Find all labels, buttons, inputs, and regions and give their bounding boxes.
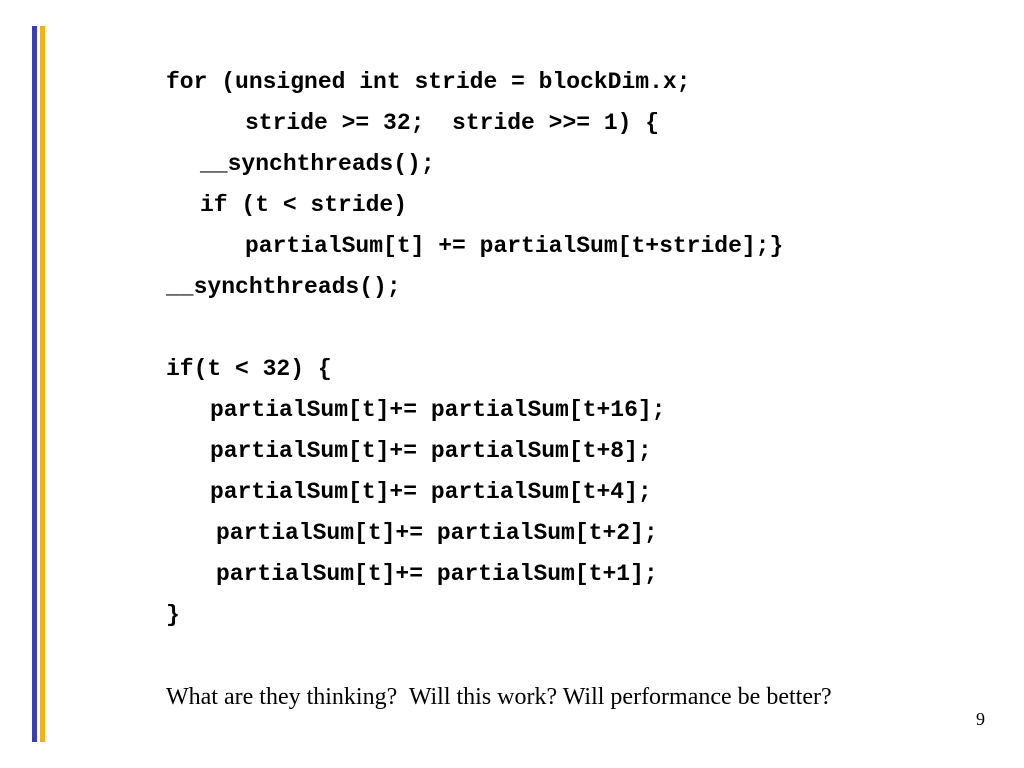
code-line: partialSum[t]+= partialSum[t+2]; — [216, 520, 658, 546]
code-line: partialSum[t]+= partialSum[t+1]; — [216, 561, 658, 587]
code-line: for (unsigned int stride = blockDim.x; — [166, 69, 691, 95]
code-line: if(t < 32) { — [166, 356, 332, 382]
code-line: partialSum[t]+= partialSum[t+16]; — [210, 397, 666, 423]
code-line: if (t < stride) — [200, 192, 408, 218]
code-line: partialSum[t] += partialSum[t+stride];} — [245, 233, 784, 259]
code-line: __synchthreads(); — [200, 151, 435, 177]
left-accent-bar-gold — [40, 26, 45, 742]
code-line: __synchthreads(); — [166, 274, 401, 300]
code-line: } — [166, 602, 180, 628]
discussion-question: What are they thinking? Will this work? … — [166, 684, 832, 710]
left-accent-bar-blue — [32, 26, 37, 742]
code-line: partialSum[t]+= partialSum[t+8]; — [210, 438, 652, 464]
code-line: partialSum[t]+= partialSum[t+4]; — [210, 479, 652, 505]
page-number: 9 — [976, 709, 985, 729]
code-line: stride >= 32; stride >>= 1) { — [245, 110, 660, 136]
